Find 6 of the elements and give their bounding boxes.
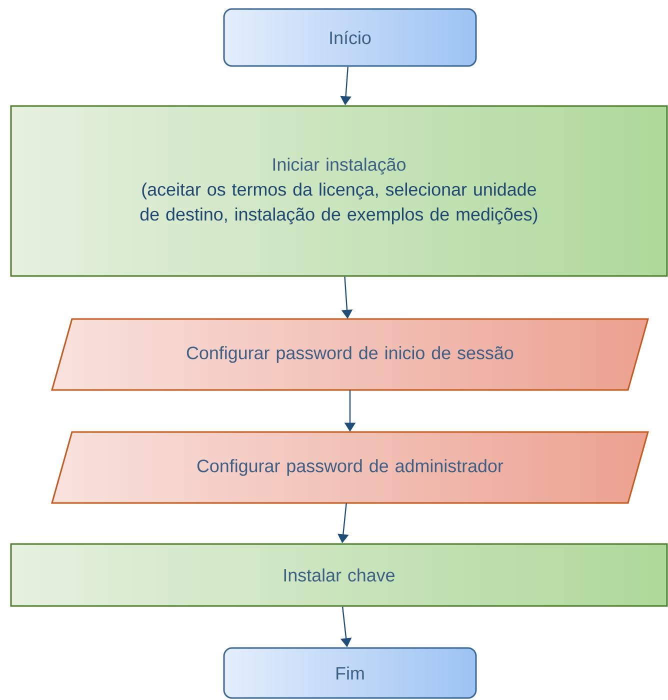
terminal-box: Fim [223, 647, 477, 699]
input-parallelogram: Configurar password de inicio de sessão [51, 318, 649, 391]
input-parallelogram: Configurar password de administrador [51, 431, 649, 504]
terminal-box: Início [223, 8, 477, 67]
process-box: Instalar chave [10, 543, 668, 607]
process-box: Iniciar instalação (aceitar os termos da licença, selecionar unidade de destino, instalação de exemplos de medições) [10, 105, 668, 277]
